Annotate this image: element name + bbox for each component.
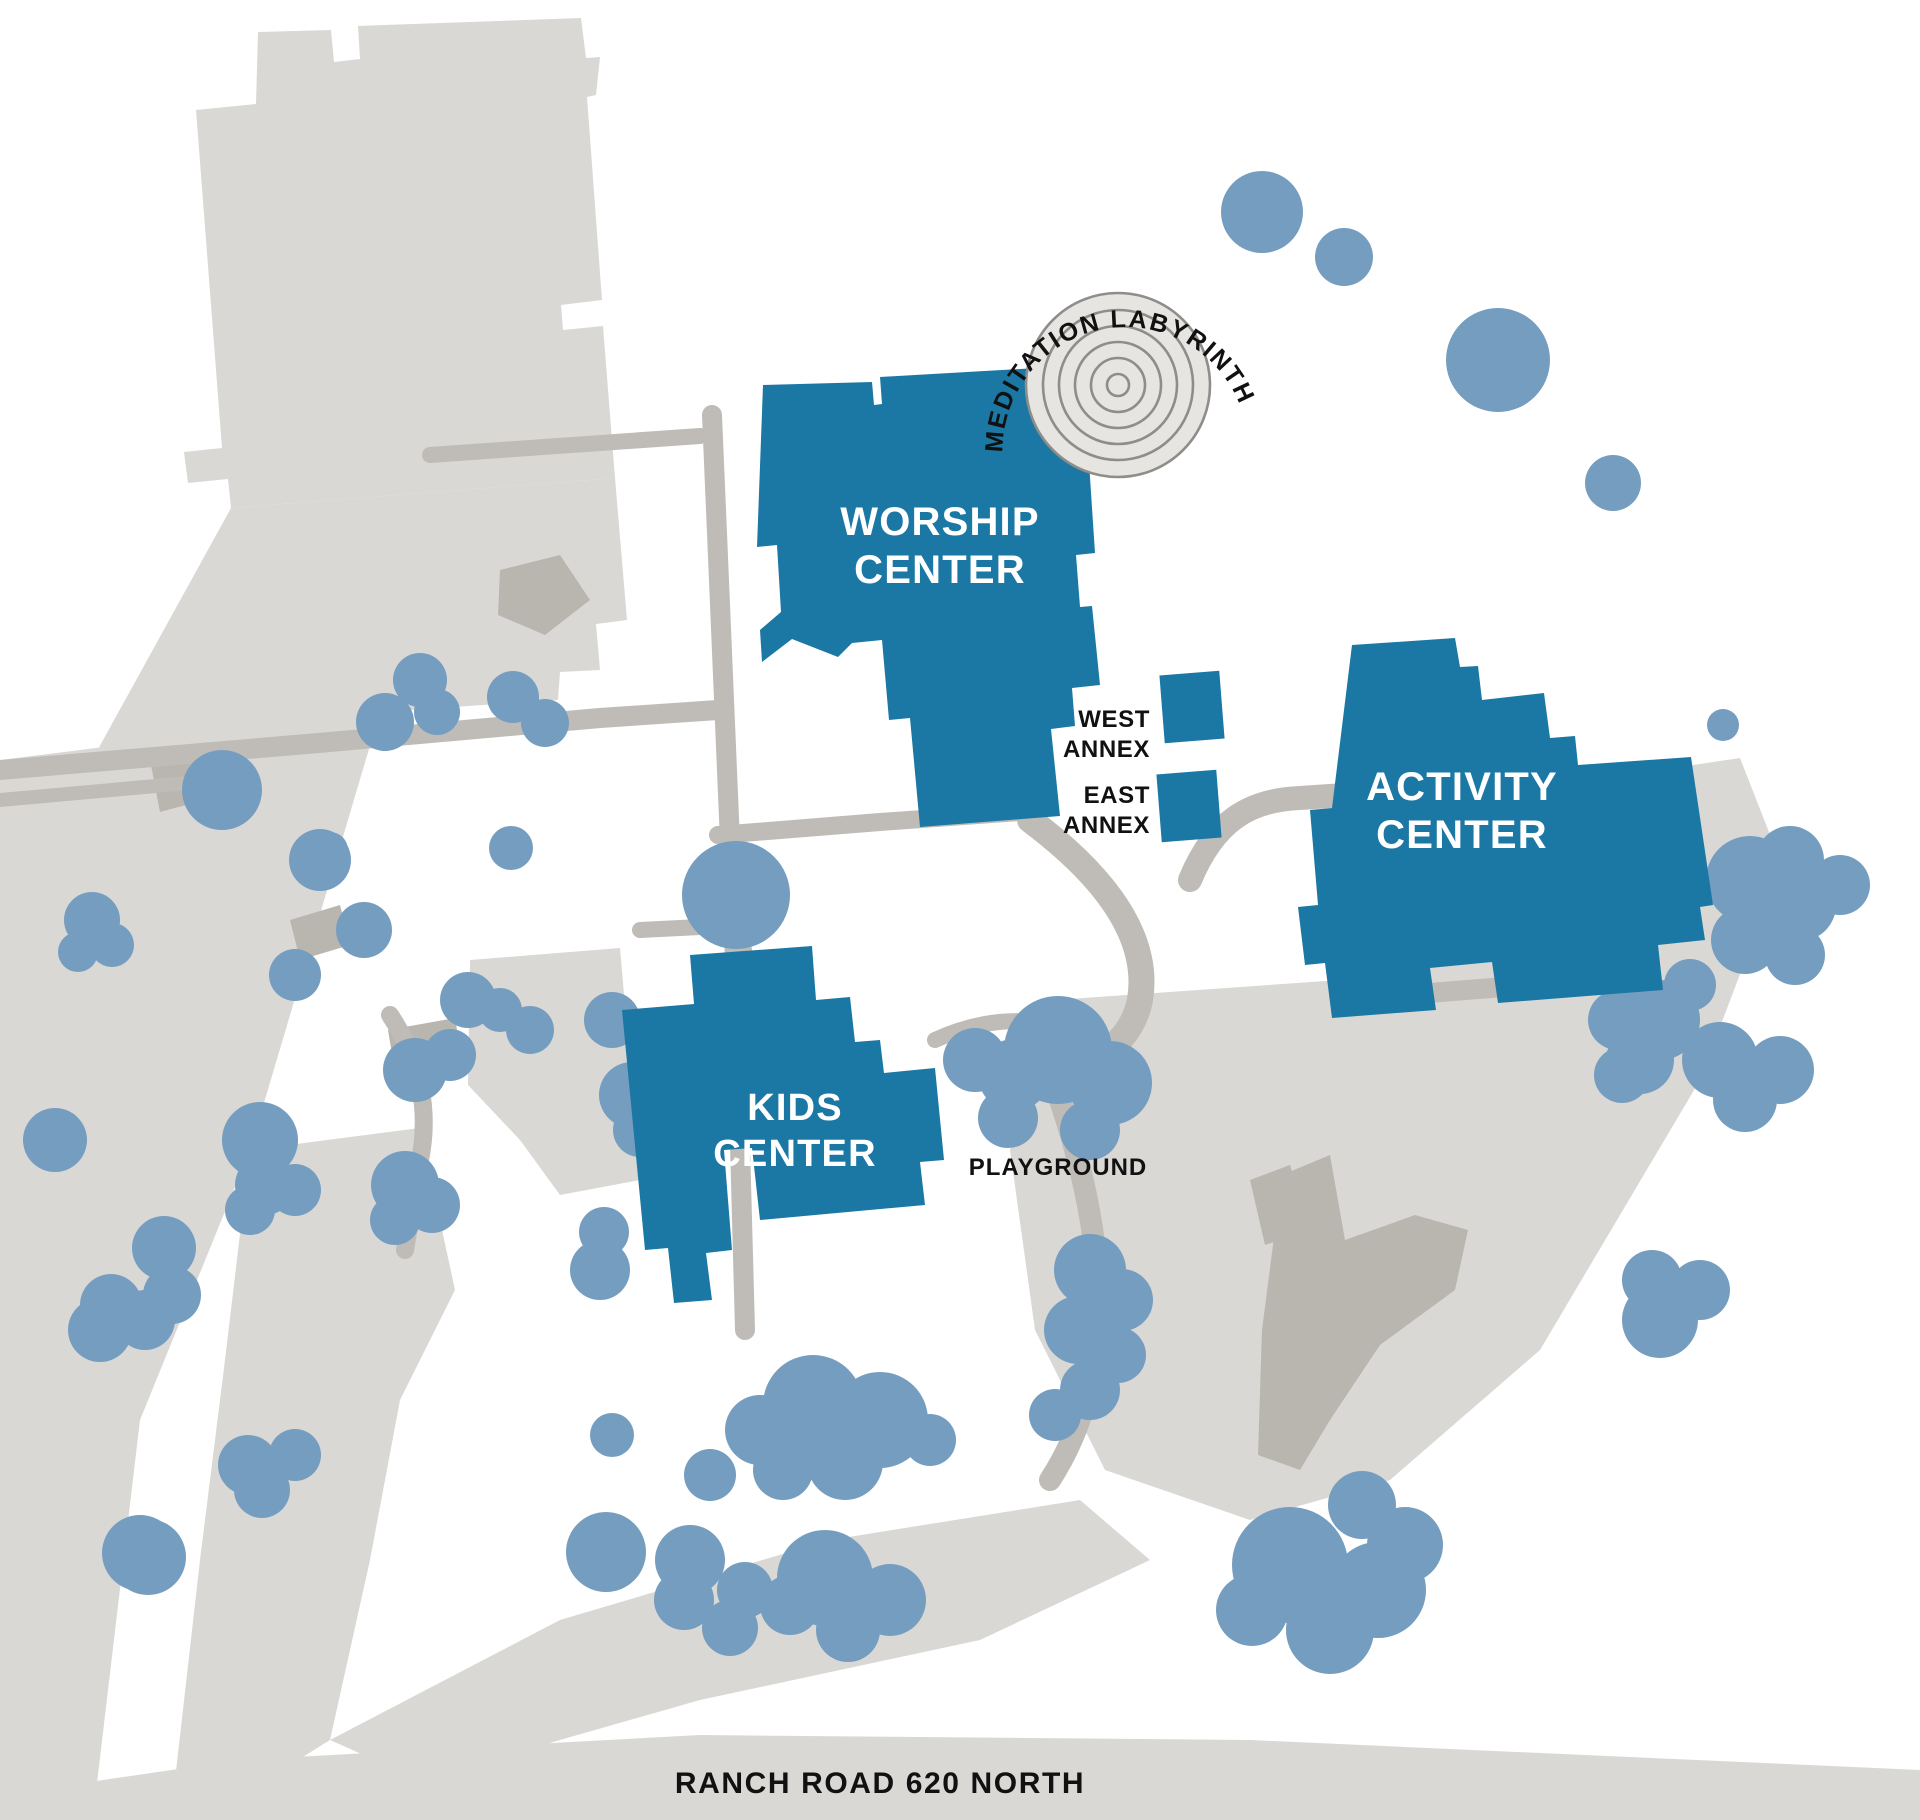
- tree: [702, 1600, 758, 1656]
- tree: [506, 1006, 554, 1054]
- tree: [904, 1414, 956, 1466]
- building-worship-center[interactable]: [757, 368, 1100, 827]
- tree: [816, 1598, 880, 1662]
- island-curve-east: [1250, 1165, 1310, 1245]
- kids-center-label-line2: CENTER: [713, 1133, 876, 1175]
- tree: [225, 1185, 275, 1235]
- tree: [102, 1515, 178, 1591]
- playground-label: PLAYGROUND: [969, 1154, 1147, 1181]
- tree: [1622, 1250, 1682, 1310]
- tree: [978, 1088, 1038, 1148]
- walkway-top-left: [0, 700, 728, 780]
- west-annex-label-line1: WEST: [1078, 706, 1150, 733]
- building-layer: [622, 368, 1713, 1303]
- ranch-road-label: RANCH ROAD 620 NORTH: [675, 1767, 1085, 1800]
- tree: [1765, 925, 1825, 985]
- tree: [58, 932, 98, 972]
- tree: [132, 1216, 196, 1280]
- tree: [356, 693, 414, 751]
- tree: [269, 1429, 321, 1481]
- tree: [312, 832, 348, 868]
- walkway-north-stub: [422, 428, 708, 463]
- tree: [654, 1570, 714, 1630]
- tree: [753, 1440, 813, 1500]
- tree: [1315, 228, 1373, 286]
- tree: [684, 1449, 736, 1501]
- tree: [115, 1290, 175, 1350]
- island-northwest-c: [498, 555, 590, 635]
- tree: [760, 1575, 820, 1635]
- tree: [1670, 1260, 1730, 1320]
- tree: [1585, 455, 1641, 511]
- tree: [1286, 1586, 1374, 1674]
- labyrinth-center-ring: [1105, 372, 1131, 398]
- drive-annex-to-activity: [1178, 783, 1357, 892]
- tree: [1711, 906, 1779, 974]
- tree: [234, 1462, 290, 1518]
- tree: [1029, 1389, 1081, 1441]
- east-annex-label-line2: ANNEX: [1063, 812, 1150, 839]
- tree: [1221, 171, 1303, 253]
- tree: [182, 750, 262, 830]
- meditation-labyrinth[interactable]: [1024, 291, 1212, 479]
- labyrinth-ring: [1057, 324, 1179, 446]
- tree: [1664, 959, 1716, 1011]
- walkway-west-cross: [0, 775, 207, 807]
- tree: [269, 949, 321, 1001]
- worship-center-label-line1: WORSHIP: [840, 500, 1040, 544]
- tree: [566, 1512, 646, 1592]
- parking-island-east: [1258, 1155, 1468, 1470]
- labyrinth-ring: [1041, 308, 1195, 462]
- building-east-annex[interactable]: [1156, 769, 1222, 843]
- building-west-annex[interactable]: [1159, 670, 1225, 744]
- building-activity-center[interactable]: [1298, 638, 1713, 1018]
- tree: [1216, 1574, 1288, 1646]
- activity-center-label-line1: ACTIVITY: [1366, 765, 1558, 809]
- tree: [1060, 1100, 1120, 1160]
- labyrinth-disc: [1024, 291, 1212, 479]
- tree: [807, 1424, 883, 1500]
- building-kids-center[interactable]: [622, 946, 944, 1303]
- tree: [370, 1195, 420, 1245]
- tree: [424, 1029, 476, 1081]
- tree: [414, 689, 460, 735]
- tree: [590, 1413, 634, 1457]
- tree: [1594, 1047, 1650, 1103]
- labyrinth-ring: [1089, 356, 1147, 414]
- tree: [489, 826, 533, 870]
- tree: [1707, 709, 1739, 741]
- tree: [336, 902, 392, 958]
- tree: [1756, 826, 1824, 894]
- tree-canopy-layer: [23, 171, 1870, 1674]
- west-annex-label-line2: ANNEX: [1063, 736, 1150, 763]
- tree: [1713, 1068, 1777, 1132]
- labyrinth-ring: [1073, 340, 1163, 430]
- kids-center-label-line1: KIDS: [747, 1087, 843, 1129]
- tree: [1588, 990, 1648, 1050]
- tree: [570, 1240, 630, 1300]
- tree: [23, 1108, 87, 1172]
- tree: [90, 923, 134, 967]
- tree: [1446, 308, 1550, 412]
- label-layer: WORSHIP CENTER ACTIVITY CENTER KIDS CENT…: [675, 500, 1558, 1800]
- island-northwest-b: [290, 905, 350, 960]
- parking-lot-northwest: [184, 18, 615, 508]
- tree: [521, 699, 569, 747]
- tree: [1810, 855, 1870, 915]
- tree: [1328, 1471, 1396, 1539]
- tree: [269, 1164, 321, 1216]
- east-annex-label-line1: EAST: [1084, 782, 1150, 809]
- tree: [682, 841, 790, 949]
- worship-center-label-line2: CENTER: [854, 548, 1026, 592]
- activity-center-label-line2: CENTER: [1376, 813, 1548, 857]
- tree: [440, 972, 496, 1028]
